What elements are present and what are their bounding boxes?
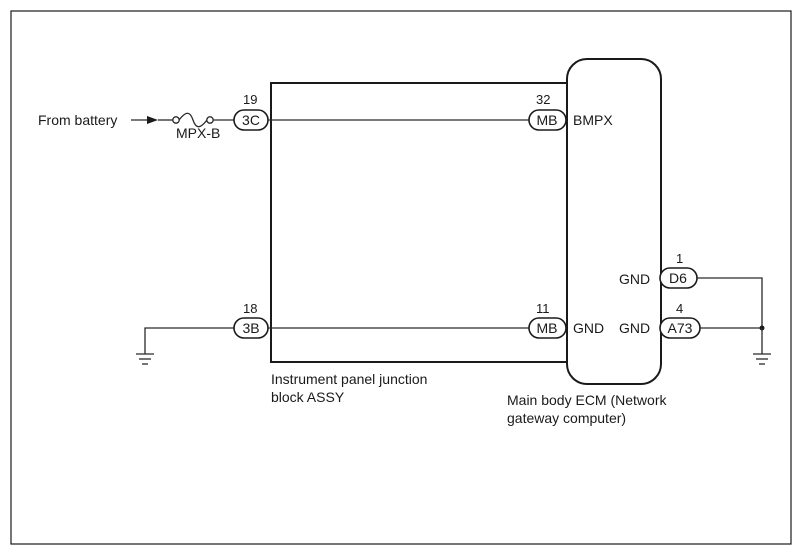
fuse-terminal-right xyxy=(206,116,214,124)
connector-mb-top xyxy=(528,109,567,131)
ecm-label-line1: Main body ECM (Network xyxy=(507,392,667,408)
gnd-signal-label-left: GND xyxy=(573,320,604,336)
fuse-icon xyxy=(178,112,208,128)
ecm-box xyxy=(566,58,662,385)
connector-mb-bottom-label: MB xyxy=(537,320,558,336)
connector-3c-label: 3C xyxy=(242,112,260,128)
pin-18: 18 xyxy=(243,301,257,316)
junction-block-label-line1: Instrument panel junction xyxy=(271,371,427,387)
ecm-label-line2: gateway computer) xyxy=(507,410,626,426)
gnd-signal-label-a73: GND xyxy=(619,320,650,336)
left-ground-wire xyxy=(144,327,234,354)
pin-19: 19 xyxy=(243,92,257,107)
junction-block-box xyxy=(270,82,568,363)
connector-mb-bottom xyxy=(528,317,567,339)
d6-ground-wire xyxy=(697,277,763,328)
connector-mb-top-label: MB xyxy=(537,112,558,128)
arrow-icon xyxy=(147,116,158,124)
pin-32: 32 xyxy=(536,92,550,107)
pin-4: 4 xyxy=(676,301,683,316)
connector-3b-label: 3B xyxy=(242,320,259,336)
fuse-label: MPX-B xyxy=(176,125,220,141)
bmpx-signal-label: BMPX xyxy=(573,112,613,128)
diagram-frame xyxy=(10,10,792,545)
junction-block-label-line2: block ASSY xyxy=(271,389,345,405)
from-battery-label: From battery xyxy=(38,112,117,128)
pin-11: 11 xyxy=(536,301,550,316)
gnd-signal-label-d6: GND xyxy=(619,271,650,287)
pin-1: 1 xyxy=(676,251,683,266)
connector-a73-label: A73 xyxy=(668,320,693,336)
connector-d6-label: D6 xyxy=(669,270,687,286)
fuse-terminal-left xyxy=(172,116,180,124)
